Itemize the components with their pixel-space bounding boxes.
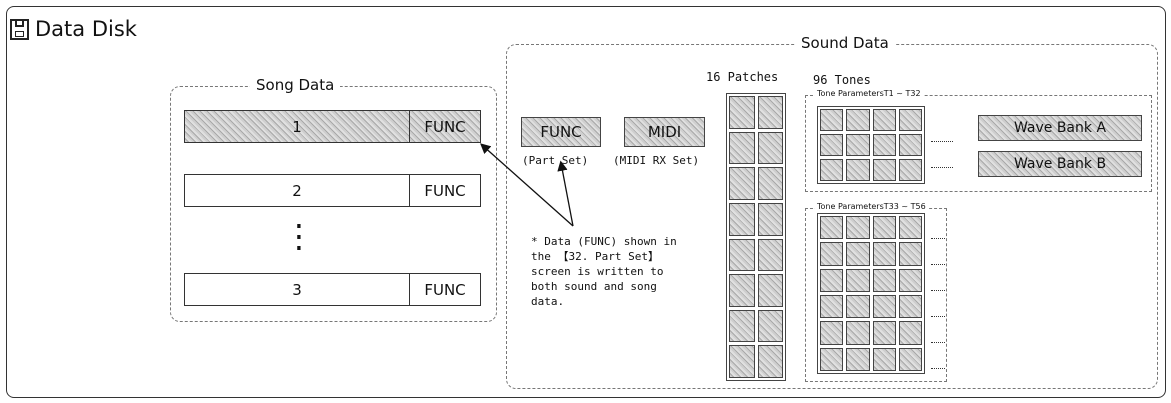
- patch-cell: [757, 345, 783, 378]
- tone-cell: [846, 321, 870, 345]
- note-line-5: data.: [531, 295, 565, 308]
- tone-grid-2-dots: [931, 342, 945, 343]
- tone-cell: [872, 295, 896, 319]
- midi-caption: (MIDI RX Set): [613, 154, 700, 167]
- tone-cell: [846, 268, 870, 292]
- tone-grid-2-dots: [931, 316, 945, 317]
- patch-cell: [729, 96, 755, 129]
- song-row-1: 1 FUNC: [184, 110, 481, 143]
- tone-cell: [898, 242, 922, 266]
- tone-cell: [872, 242, 896, 266]
- patch-cell: [757, 167, 783, 200]
- tone-cell: [846, 159, 870, 181]
- tone-group-1-box: [805, 95, 1152, 192]
- tone-grid-1-dots-a: [931, 141, 953, 142]
- tone-cell: [820, 295, 844, 319]
- song-rows-ellipsis: ⋮: [283, 217, 315, 255]
- patch-cell: [729, 202, 755, 236]
- note-line-3: screen is written to: [531, 265, 664, 278]
- tone-grid-2-dots: [931, 264, 945, 265]
- tone-group-2-label: Tone ParametersT33 ~ T56: [815, 202, 928, 211]
- patch-cell: [757, 274, 783, 307]
- patches-label: 16 Patches: [706, 70, 779, 84]
- note-line-2: the 【32. Part Set】: [531, 250, 659, 263]
- tone-cell: [820, 216, 844, 240]
- patch-cell: [729, 131, 755, 165]
- tone-cell: [820, 321, 844, 345]
- func-caption: (Part Set): [522, 154, 589, 167]
- sound-data-label: Sound Data: [795, 34, 895, 52]
- song-row-3: 3 FUNC: [184, 273, 481, 306]
- patches-grid: [726, 93, 786, 381]
- patch-cell: [757, 96, 783, 129]
- tone-cell: [898, 216, 922, 240]
- data-disk-frame: [6, 6, 1166, 398]
- song-row-3-func: FUNC: [424, 280, 466, 299]
- tone-cell: [820, 347, 844, 371]
- tone-cell: [820, 268, 844, 292]
- tone-grid-1: [817, 106, 925, 184]
- tone-cell: [872, 159, 896, 181]
- patch-cell: [729, 309, 755, 343]
- patch-cell: [757, 202, 783, 236]
- patch-cell: [729, 238, 755, 272]
- song-row-1-func: FUNC: [424, 117, 466, 136]
- tone-cell: [872, 268, 896, 292]
- tone-cell: [846, 216, 870, 240]
- tone-cell: [820, 242, 844, 266]
- tone-cell: [846, 242, 870, 266]
- tone-cell: [872, 347, 896, 371]
- tone-cell: [846, 134, 870, 156]
- tone-group-1-label: Tone ParametersT1 ~ T32: [815, 89, 923, 98]
- note: * Data (FUNC) shown in the 【32. Part Set…: [531, 234, 721, 309]
- arrow-to-song-func: [480, 143, 574, 227]
- song-row-2-func: FUNC: [424, 181, 466, 200]
- tone-cell: [820, 159, 844, 181]
- song-row-2-name: 2: [185, 175, 410, 206]
- page-title: Data Disk: [10, 17, 137, 41]
- song-row-1-name: 1: [185, 111, 410, 142]
- tone-cell: [872, 321, 896, 345]
- tone-cell: [846, 295, 870, 319]
- arrow-to-part-set: [557, 160, 574, 227]
- song-row-3-name: 3: [185, 274, 410, 305]
- floppy-disk-icon: [10, 18, 29, 40]
- tone-cell: [898, 321, 922, 345]
- wave-bank-b: Wave Bank B: [978, 151, 1142, 177]
- tone-cell: [820, 134, 844, 156]
- tone-cell: [898, 159, 922, 181]
- patch-cell: [757, 309, 783, 343]
- tone-grid-2-dots: [931, 238, 945, 239]
- tone-grid-2: [817, 213, 925, 374]
- tone-grid-2-dots: [931, 290, 945, 291]
- tone-cell: [846, 347, 870, 371]
- tone-cell: [820, 109, 844, 131]
- tone-cell: [898, 109, 922, 131]
- midi-button: MIDI: [624, 117, 705, 147]
- patch-cell: [729, 274, 755, 307]
- tone-grid-1-dots-b: [931, 167, 953, 168]
- song-row-2: 2 FUNC: [184, 174, 481, 207]
- tone-cell: [898, 295, 922, 319]
- func-button: FUNC: [521, 117, 601, 147]
- note-line-4: both sound and song: [531, 280, 657, 293]
- tone-cell: [872, 109, 896, 131]
- tone-cell: [846, 109, 870, 131]
- tone-cell: [898, 134, 922, 156]
- note-line-1: * Data (FUNC) shown in: [531, 235, 677, 248]
- tone-cell: [898, 268, 922, 292]
- patch-cell: [729, 345, 755, 378]
- tone-cell: [872, 134, 896, 156]
- tones-label: 96 Tones: [813, 73, 871, 87]
- tone-cell: [898, 347, 922, 371]
- patch-cell: [757, 238, 783, 272]
- patch-cell: [757, 131, 783, 165]
- page-title-text: Data Disk: [35, 17, 137, 41]
- song-data-label: Song Data: [250, 76, 341, 94]
- tone-cell: [872, 216, 896, 240]
- tone-grid-2-dots: [931, 368, 945, 369]
- wave-bank-a: Wave Bank A: [978, 115, 1142, 141]
- patch-cell: [729, 167, 755, 200]
